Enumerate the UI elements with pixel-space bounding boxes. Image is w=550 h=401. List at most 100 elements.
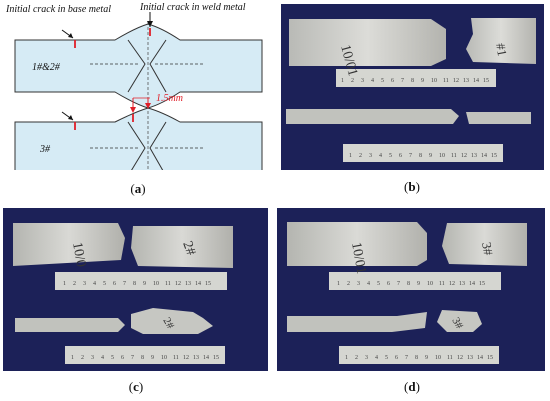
svg-text:7: 7: [131, 355, 134, 361]
svg-text:6: 6: [387, 281, 390, 287]
svg-text:2: 2: [347, 281, 350, 287]
specimen-b-right-half: [466, 18, 536, 64]
svg-text:14: 14: [473, 78, 479, 84]
svg-text:1: 1: [341, 78, 344, 84]
svg-text:4: 4: [367, 281, 370, 287]
svg-text:8: 8: [419, 153, 422, 159]
label-dimension: 1.5mm: [156, 93, 183, 104]
svg-text:7: 7: [409, 153, 412, 159]
svg-text:8: 8: [415, 355, 418, 361]
svg-text:14: 14: [469, 281, 475, 287]
svg-text:6: 6: [121, 355, 124, 361]
svg-text:1: 1: [63, 281, 66, 287]
label-specimen-3: 3#: [39, 144, 51, 155]
svg-text:10: 10: [161, 355, 167, 361]
svg-text:12: 12: [457, 355, 463, 361]
caption-d: (d): [404, 379, 420, 394]
specimen-d-left-half: [287, 222, 427, 266]
svg-text:13: 13: [459, 281, 465, 287]
svg-text:11: 11: [173, 355, 179, 361]
svg-text:1: 1: [71, 355, 74, 361]
specimen-1-2-outline: [14, 23, 263, 109]
specimen-d-right-half: [442, 223, 527, 266]
svg-text:2: 2: [359, 153, 362, 159]
svg-text:7: 7: [401, 78, 404, 84]
svg-text:15: 15: [491, 153, 497, 159]
svg-text:9: 9: [143, 281, 146, 287]
specimen-b-left-half: [289, 19, 446, 66]
svg-text:6: 6: [395, 355, 398, 361]
svg-text:9: 9: [417, 281, 420, 287]
svg-text:2: 2: [355, 355, 358, 361]
svg-text:10: 10: [435, 355, 441, 361]
svg-text:11: 11: [447, 355, 453, 361]
svg-text:3: 3: [361, 78, 364, 84]
svg-text:8: 8: [133, 281, 136, 287]
svg-text:4: 4: [375, 355, 378, 361]
photo-c-left-marking: 10/0: [69, 241, 88, 268]
svg-text:8: 8: [411, 78, 414, 84]
svg-text:5: 5: [381, 78, 384, 84]
svg-text:10: 10: [431, 78, 437, 84]
svg-text:12: 12: [175, 281, 181, 287]
ruler-d-2: [339, 346, 499, 364]
svg-text:9: 9: [151, 355, 154, 361]
specimen-c-left-half: [13, 223, 125, 266]
svg-text:3: 3: [369, 153, 372, 159]
svg-text:1: 1: [349, 153, 352, 159]
svg-text:7: 7: [397, 281, 400, 287]
svg-text:4: 4: [371, 78, 374, 84]
svg-text:5: 5: [385, 355, 388, 361]
label-specimen-1-2: 1#&2#: [32, 62, 61, 73]
specimen-3-outline: [14, 107, 263, 191]
svg-text:13: 13: [471, 153, 477, 159]
svg-text:13: 13: [193, 355, 199, 361]
svg-text:13: 13: [185, 281, 191, 287]
svg-text:8: 8: [141, 355, 144, 361]
specimen-c-lower-right: [131, 308, 213, 334]
svg-text:13: 13: [463, 78, 469, 84]
svg-text:3: 3: [357, 281, 360, 287]
svg-text:14: 14: [195, 281, 201, 287]
caption-a: (a): [130, 181, 146, 196]
ruler-c-2: [65, 346, 225, 364]
svg-text:12: 12: [183, 355, 189, 361]
svg-text:15: 15: [213, 355, 219, 361]
photo-d-left-marking: 10/01: [348, 241, 368, 275]
specimen-c-right-half: [131, 226, 233, 268]
photo-c-right-marking: 2#: [179, 239, 198, 257]
svg-text:5: 5: [389, 153, 392, 159]
svg-text:15: 15: [487, 355, 493, 361]
label-weld-crack: Initial crack in weld metal: [139, 2, 246, 13]
ruler-b-2: [343, 144, 503, 162]
specimen-c-lower-left: [15, 318, 125, 332]
weld-schematic: Initial crack in base metal Initial crac…: [5, 2, 263, 191]
svg-text:11: 11: [439, 281, 445, 287]
svg-text:1: 1: [337, 281, 340, 287]
svg-text:2: 2: [351, 78, 354, 84]
svg-text:5: 5: [377, 281, 380, 287]
svg-text:9: 9: [429, 153, 432, 159]
svg-text:2: 2: [81, 355, 84, 361]
svg-text:11: 11: [451, 153, 457, 159]
svg-text:10: 10: [153, 281, 159, 287]
specimen-b-lower-left: [286, 109, 459, 124]
svg-text:4: 4: [93, 281, 96, 287]
svg-text:6: 6: [113, 281, 116, 287]
svg-text:10: 10: [427, 281, 433, 287]
svg-text:10: 10: [439, 153, 445, 159]
svg-text:5: 5: [111, 355, 114, 361]
svg-text:9: 9: [425, 355, 428, 361]
svg-text:12: 12: [461, 153, 467, 159]
ruler-d-1: [329, 272, 501, 290]
svg-text:15: 15: [483, 78, 489, 84]
svg-text:12: 12: [449, 281, 455, 287]
